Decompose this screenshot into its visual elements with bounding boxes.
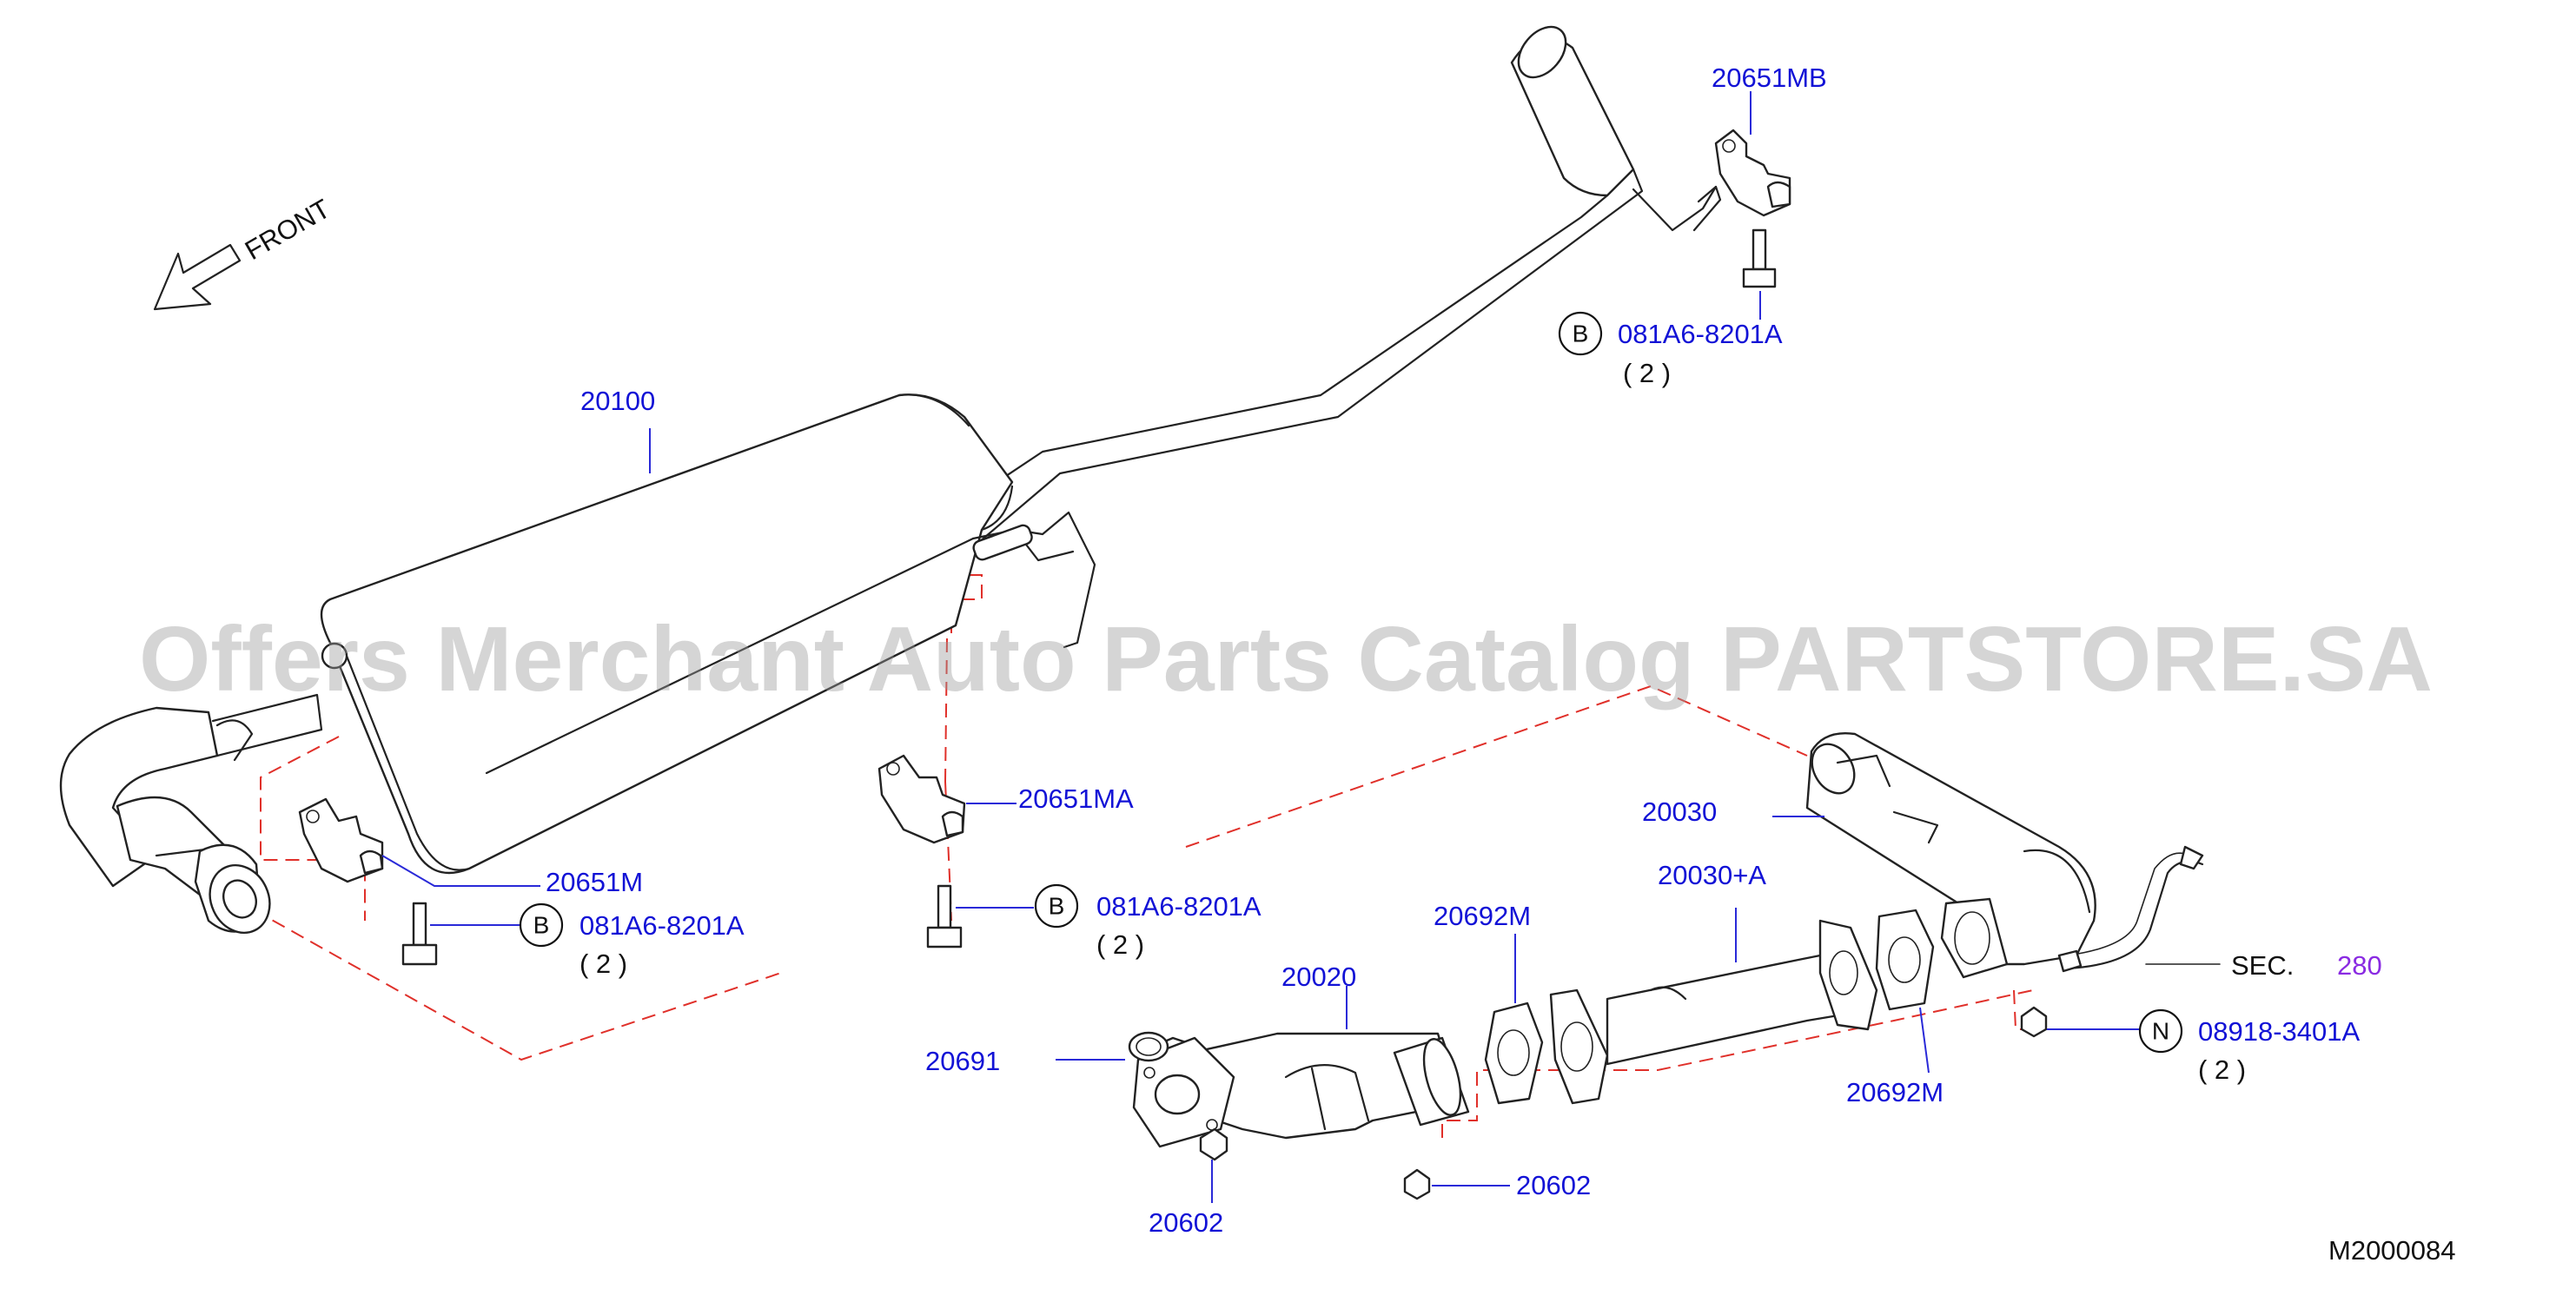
part-label: 20602 <box>1516 1170 1591 1200</box>
bolt-symbol-letter: B <box>1049 893 1065 920</box>
part-label: 20030+A <box>1658 860 1766 890</box>
bolt-callout-left: B 081A6-8201A ( 2 ) <box>519 902 745 979</box>
leader-lines <box>381 91 2221 1203</box>
part-labels: 20100 20651MB 20651MA 20651M 20020 20691… <box>546 63 1944 1238</box>
nut-code: 08918-3401A <box>2198 1016 2360 1047</box>
gasket-20692m <box>1484 1001 1544 1105</box>
bolt-icon <box>926 884 963 949</box>
nut-symbol-letter: N <box>2152 1018 2169 1045</box>
watermark: Offers Merchant Auto Parts Catalog PARTS… <box>139 608 2433 711</box>
part-label: 20100 <box>580 386 655 416</box>
bolt-icon <box>401 902 438 966</box>
section-reference: SEC. 280 <box>2231 950 2382 981</box>
bolt-symbol-letter: B <box>533 912 550 939</box>
diagram-code: M2000084 <box>2328 1235 2456 1266</box>
nut-icon <box>2020 1006 2048 1038</box>
bolt-qty: ( 2 ) <box>1623 358 1671 388</box>
mount-20651m <box>298 797 384 883</box>
center-tube-20030a <box>1549 919 1878 1105</box>
part-label: 20030 <box>1642 797 1717 827</box>
mount-20651mb <box>1714 129 1791 217</box>
front-arrow: FRONT <box>153 193 335 311</box>
section-number: 280 <box>2337 950 2382 981</box>
bolt-icon <box>1742 228 1777 288</box>
mount-20651ma <box>877 754 966 844</box>
bolt-symbol <box>519 902 564 948</box>
ring-gasket-20691 <box>1128 1031 1169 1062</box>
nut-callout: N 08918-3401A ( 2 ) <box>2138 1008 2360 1085</box>
bolt-code: 081A6-8201A <box>1618 319 1783 349</box>
part-label: 20651MB <box>1712 63 1827 93</box>
part-label: 20651MA <box>1018 783 1134 814</box>
gasket-20692m <box>1875 909 1935 1011</box>
bolt-qty: ( 2 ) <box>1096 929 1144 960</box>
bolt-code: 081A6-8201A <box>1096 891 1262 922</box>
bolt-symbol <box>1034 883 1079 929</box>
part-label: 20602 <box>1149 1207 1223 1238</box>
part-label: 20020 <box>1281 962 1356 992</box>
bolt-callout-top: B 081A6-8201A ( 2 ) <box>1558 311 1783 388</box>
rear-tube-20030 <box>1805 732 2204 979</box>
part-label: 20651M <box>546 867 643 897</box>
part-label: 20692M <box>1434 901 1531 931</box>
muffler <box>320 393 1096 875</box>
nut-icon <box>1403 1168 1431 1200</box>
tail-pipe <box>937 25 1722 549</box>
muffler-inlet-pipe <box>59 642 348 935</box>
part-label: 20691 <box>925 1046 1000 1076</box>
bolt-qty: ( 2 ) <box>579 949 627 979</box>
nut-qty: ( 2 ) <box>2198 1054 2246 1085</box>
part-label: 20692M <box>1846 1077 1944 1107</box>
front-tube-20020 <box>1132 1032 1470 1148</box>
bolt-callout-mid: B 081A6-8201A ( 2 ) <box>1034 883 1262 960</box>
bolt-code: 081A6-8201A <box>579 910 745 941</box>
section-prefix: SEC. <box>2231 950 2294 981</box>
nut-symbol <box>2138 1008 2183 1054</box>
bolt-symbol-letter: B <box>1573 321 1589 347</box>
bolt-symbol <box>1558 311 1603 356</box>
nut-icon <box>1199 1127 1228 1161</box>
front-label: FRONT <box>240 193 335 266</box>
